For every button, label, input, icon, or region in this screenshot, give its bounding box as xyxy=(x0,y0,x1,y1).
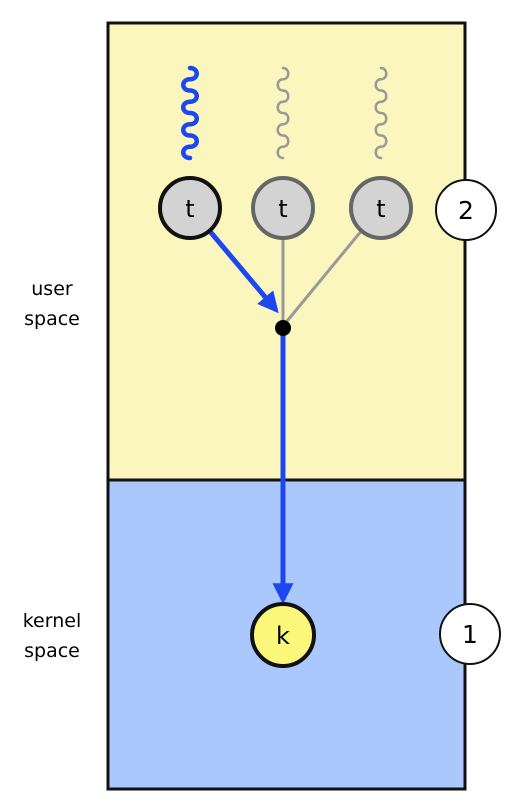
user-thread-3-label: t xyxy=(376,195,385,223)
kernel-space-label: kernel space xyxy=(0,606,104,666)
kernel-thread-label: k xyxy=(276,622,290,650)
user-level-badge: 2 xyxy=(435,179,497,241)
kernel-level-badge-text: 1 xyxy=(462,620,478,649)
kernel-level-badge-circle xyxy=(439,603,501,665)
user-thread-3-circle xyxy=(349,176,413,240)
user-thread-2-circle xyxy=(251,176,315,240)
junction-dot xyxy=(275,320,291,336)
thread-squiggle-1 xyxy=(181,65,199,161)
kernel-thread: k xyxy=(250,602,316,668)
thread-squiggle-2 xyxy=(276,66,290,160)
user-space-label: user space xyxy=(0,274,104,334)
active-thread-arrow xyxy=(206,227,279,314)
kernel-space-label-line1: kernel xyxy=(22,610,82,632)
kernel-thread-circle xyxy=(250,602,316,668)
user-thread-3: t xyxy=(349,176,413,240)
thread-link-3 xyxy=(281,223,369,327)
user-level-badge-text: 2 xyxy=(458,196,474,225)
kernel-space-label-line2: space xyxy=(24,640,80,662)
user-thread-1-circle xyxy=(158,176,222,240)
user-thread-2-label: t xyxy=(278,195,287,223)
user-thread-1-label: t xyxy=(185,195,194,223)
user-thread-2: t xyxy=(251,176,315,240)
diagram-frame xyxy=(106,21,467,791)
user-level-badge-circle xyxy=(435,179,497,241)
user-space-label-line1: user xyxy=(31,278,73,300)
user-space-label-line2: space xyxy=(24,308,80,330)
kernel-level-badge: 1 xyxy=(439,603,501,665)
thread-squiggle-3 xyxy=(374,66,388,160)
user-thread-1: t xyxy=(158,176,222,240)
